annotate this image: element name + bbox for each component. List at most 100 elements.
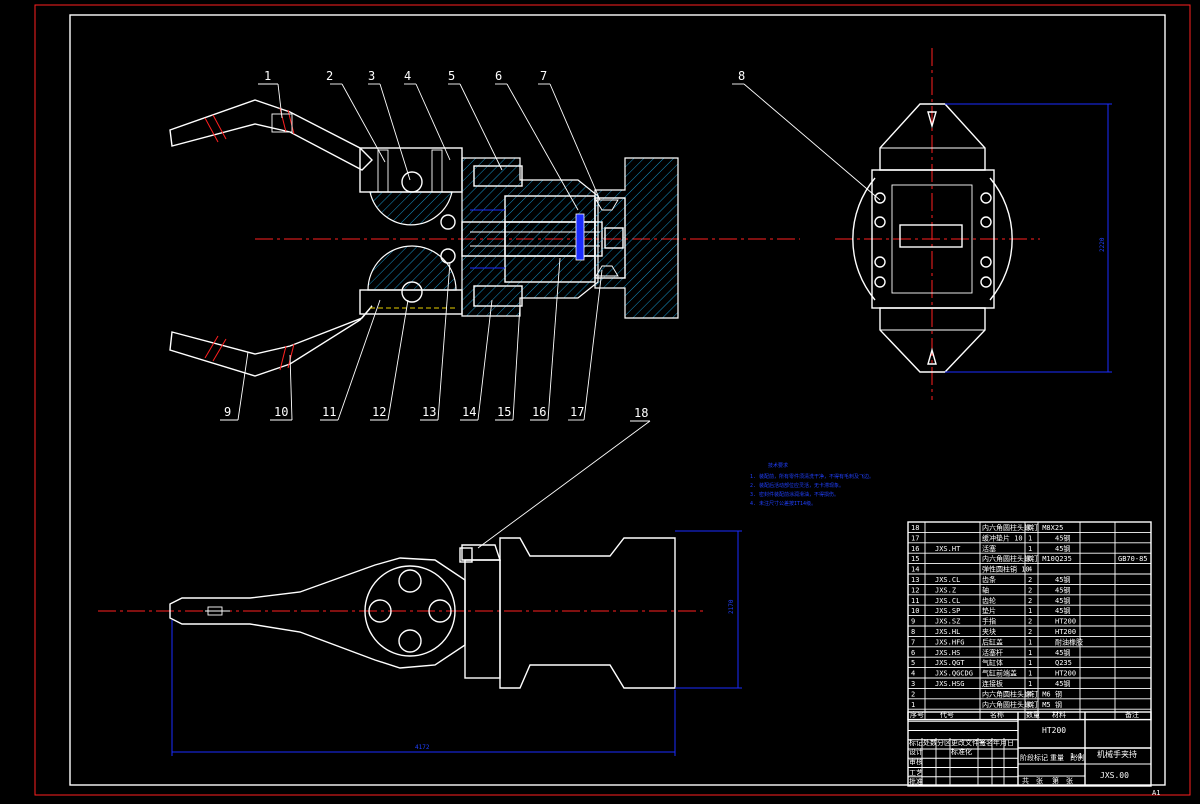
- bottom-arm: [169, 557, 466, 669]
- bom-no: 15: [911, 555, 919, 563]
- bom-name: 垫片: [982, 606, 996, 615]
- bom-qty: 2: [1028, 628, 1032, 636]
- bom-code: JXS.QGCDG: [935, 670, 973, 678]
- bom-no: 14: [911, 566, 919, 574]
- balloon-16: 16: [532, 405, 546, 419]
- bom-code: JXS.SP: [935, 607, 960, 615]
- bom-code: JXS.HSG: [935, 680, 965, 688]
- bom-no: 5: [911, 659, 915, 667]
- balloon-3: 3: [368, 69, 375, 83]
- bom-qty: 6: [1028, 555, 1032, 563]
- bom-no: 2: [911, 690, 915, 698]
- bom-qty: 1: [1028, 607, 1032, 615]
- balloon-15: 15: [497, 405, 511, 419]
- balloon-leaders-bottom: [220, 257, 651, 549]
- title-block: 标记处数分区更改文件号签名年月日设计标准化审核工艺批准阶段标记重量比例共张第张 …: [907, 711, 1160, 797]
- bom-name: 活塞: [982, 544, 996, 553]
- balloon-10: 10: [274, 405, 288, 419]
- bom-no: 18: [911, 524, 919, 532]
- bom-no: 8: [911, 628, 915, 636]
- bom-no: 1: [911, 701, 915, 709]
- title-block-label: 标记: [909, 738, 923, 747]
- end-view-height-dim: 2220: [1099, 237, 1106, 252]
- bom-code: JXS.HS: [935, 649, 960, 657]
- bom-header-qty: 数量: [1026, 710, 1040, 719]
- bom-name: 后缸盖: [982, 637, 1003, 646]
- finger-joint-pin: [271, 113, 293, 133]
- title-block-label: 工艺: [909, 769, 923, 777]
- bom-no: 16: [911, 545, 919, 553]
- bom-name: 内六角圆柱头螺钉 M6: [982, 689, 1051, 698]
- bom-qty: 1: [1028, 659, 1032, 667]
- title-drawing-name: 机械手夹持: [1097, 749, 1137, 759]
- bom-material: 45钢: [1055, 596, 1070, 605]
- title-block-label: 批准: [909, 777, 923, 786]
- note-line-2: 2. 装配后活动部位应灵活，无卡滞现象。: [750, 482, 844, 489]
- balloon-13: 13: [422, 405, 436, 419]
- title-block-label: 第: [1052, 776, 1059, 785]
- bom-code: JXS.Z: [935, 586, 956, 594]
- balloon-2: 2: [326, 69, 333, 83]
- note-line-1: 1. 装配前，所有零件须清洗干净，不得有毛刺及飞边。: [750, 473, 874, 480]
- title-block-grid: 标记处数分区更改文件号签名年月日设计标准化审核工艺批准阶段标记重量比例共张第张: [908, 720, 1084, 786]
- bom-no: 17: [911, 534, 919, 542]
- rear-cover: [594, 157, 679, 319]
- bom-name: 活塞杆: [982, 648, 1003, 657]
- bom-no: 3: [911, 680, 915, 688]
- bom-name: 气缸体: [982, 658, 1003, 667]
- bom-material: HT200: [1055, 618, 1076, 626]
- bom-name: 连接板: [982, 679, 1003, 688]
- bom-qty: 1: [1028, 680, 1032, 688]
- bottom-hub: [364, 565, 456, 657]
- title-block-label: 签名: [979, 738, 993, 747]
- bom-material: 45钢: [1055, 575, 1070, 584]
- upper-shaft: [401, 171, 423, 193]
- upper-gear: [369, 191, 453, 226]
- bom-name: 内六角圆柱头螺钉 M8X25: [982, 523, 1063, 532]
- bom-no: 13: [911, 576, 919, 584]
- bom-code: JXS.SZ: [935, 618, 960, 626]
- bom-material: 45钢: [1055, 606, 1070, 615]
- end-view: 2220: [835, 48, 1112, 400]
- bom-code: JXS.HL: [935, 628, 960, 636]
- bom-material: 45钢: [1055, 585, 1070, 594]
- lower-gear: [367, 245, 457, 291]
- bom-header-material: 材料: [1052, 710, 1066, 719]
- bom-material: HT200: [1055, 670, 1076, 678]
- bom-name: 轴: [982, 585, 989, 594]
- bom-qty: 1: [1028, 670, 1032, 678]
- title-block-label: 张: [1036, 776, 1043, 785]
- bom-name: 内六角圆柱头螺钉 M10: [982, 554, 1055, 563]
- bom-no: 6: [911, 649, 915, 657]
- bom-no: 9: [911, 618, 915, 626]
- bom-qty: 2: [1028, 586, 1032, 594]
- bom-material: 45钢: [1055, 533, 1070, 542]
- end-bolts: [874, 192, 992, 288]
- balloon-18: 18: [634, 406, 648, 420]
- balloon-6: 6: [495, 69, 502, 83]
- bom-material: 耐油橡胶: [1055, 637, 1083, 646]
- balloon-8: 8: [738, 69, 745, 83]
- balloon-9: 9: [224, 405, 231, 419]
- bom-qty: 2: [1028, 618, 1032, 626]
- bom-qty: 6: [1028, 524, 1032, 532]
- bom-no: 12: [911, 586, 919, 594]
- balloon-1: 1: [264, 69, 271, 83]
- note-line-4: 4. 未注尺寸公差按IT14级。: [750, 500, 816, 507]
- finger-pad-marks: [204, 107, 295, 371]
- balloon-numbers: 1 2 3 4 5 6 7 8 9 10 11 12 13 14 15 16 1…: [224, 69, 745, 420]
- bom-qty: 2: [1028, 597, 1032, 605]
- bom-name: 弹性圆柱销 10: [982, 565, 1030, 574]
- piston: [575, 213, 585, 261]
- bom-material: 45钢: [1055, 648, 1070, 657]
- bom-qty: 1: [1028, 545, 1032, 553]
- title-block-label: 分区: [937, 738, 951, 747]
- bom-header-code: 代号: [940, 710, 954, 719]
- upper-finger: [169, 99, 373, 171]
- lower-shaft: [401, 281, 423, 303]
- balloon-leaders-top: [258, 83, 881, 211]
- bom-header-name: 名称: [990, 710, 1004, 719]
